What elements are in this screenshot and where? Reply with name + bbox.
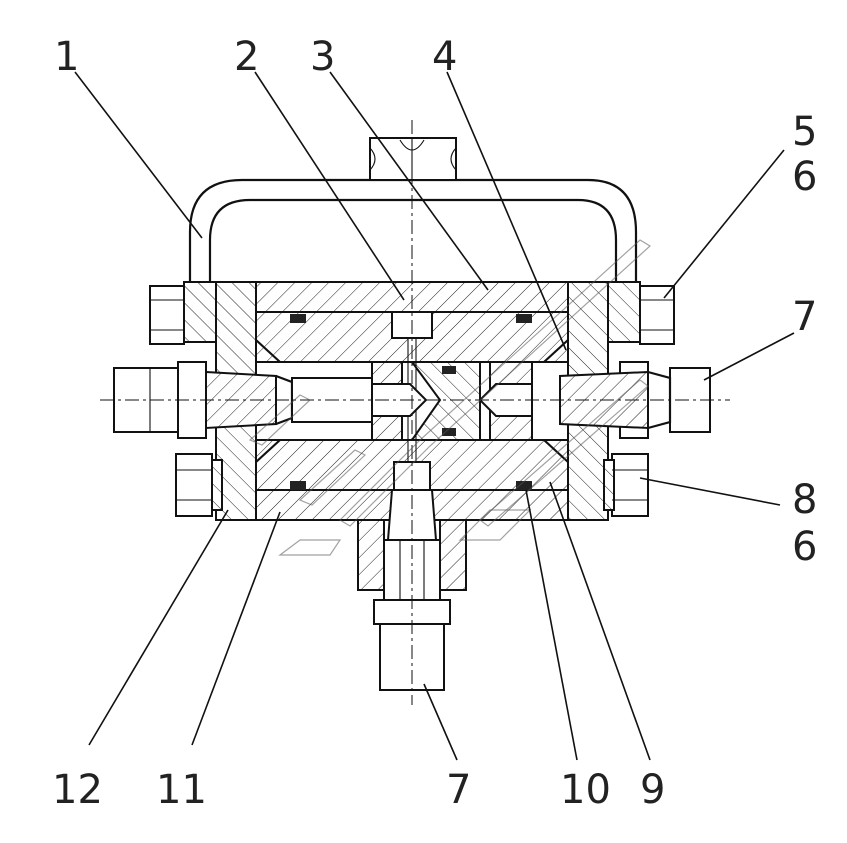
handle	[188, 178, 638, 282]
callout-7-bottom: 7	[446, 767, 471, 813]
callout-9: 9	[640, 767, 665, 813]
callout-11: 11	[156, 767, 207, 813]
side-bolts	[149, 281, 675, 517]
watermark	[248, 239, 652, 556]
callout-6-bottom: 6	[792, 524, 817, 570]
callout-6-top: 6	[792, 154, 817, 200]
callout-5: 5	[792, 109, 817, 155]
callout-10: 10	[560, 767, 611, 813]
callout-7-right: 7	[792, 294, 817, 340]
callout-4: 4	[432, 34, 457, 80]
callout-1: 1	[54, 34, 79, 80]
callouts: 1 2 3 4 5 6 7 8 6 12 11 7 10 9	[52, 34, 817, 813]
leader-lines	[74, 71, 795, 761]
callout-12: 12	[52, 767, 103, 813]
callout-3: 3	[310, 34, 335, 80]
callout-8: 8	[792, 477, 817, 523]
callout-2: 2	[234, 34, 259, 80]
